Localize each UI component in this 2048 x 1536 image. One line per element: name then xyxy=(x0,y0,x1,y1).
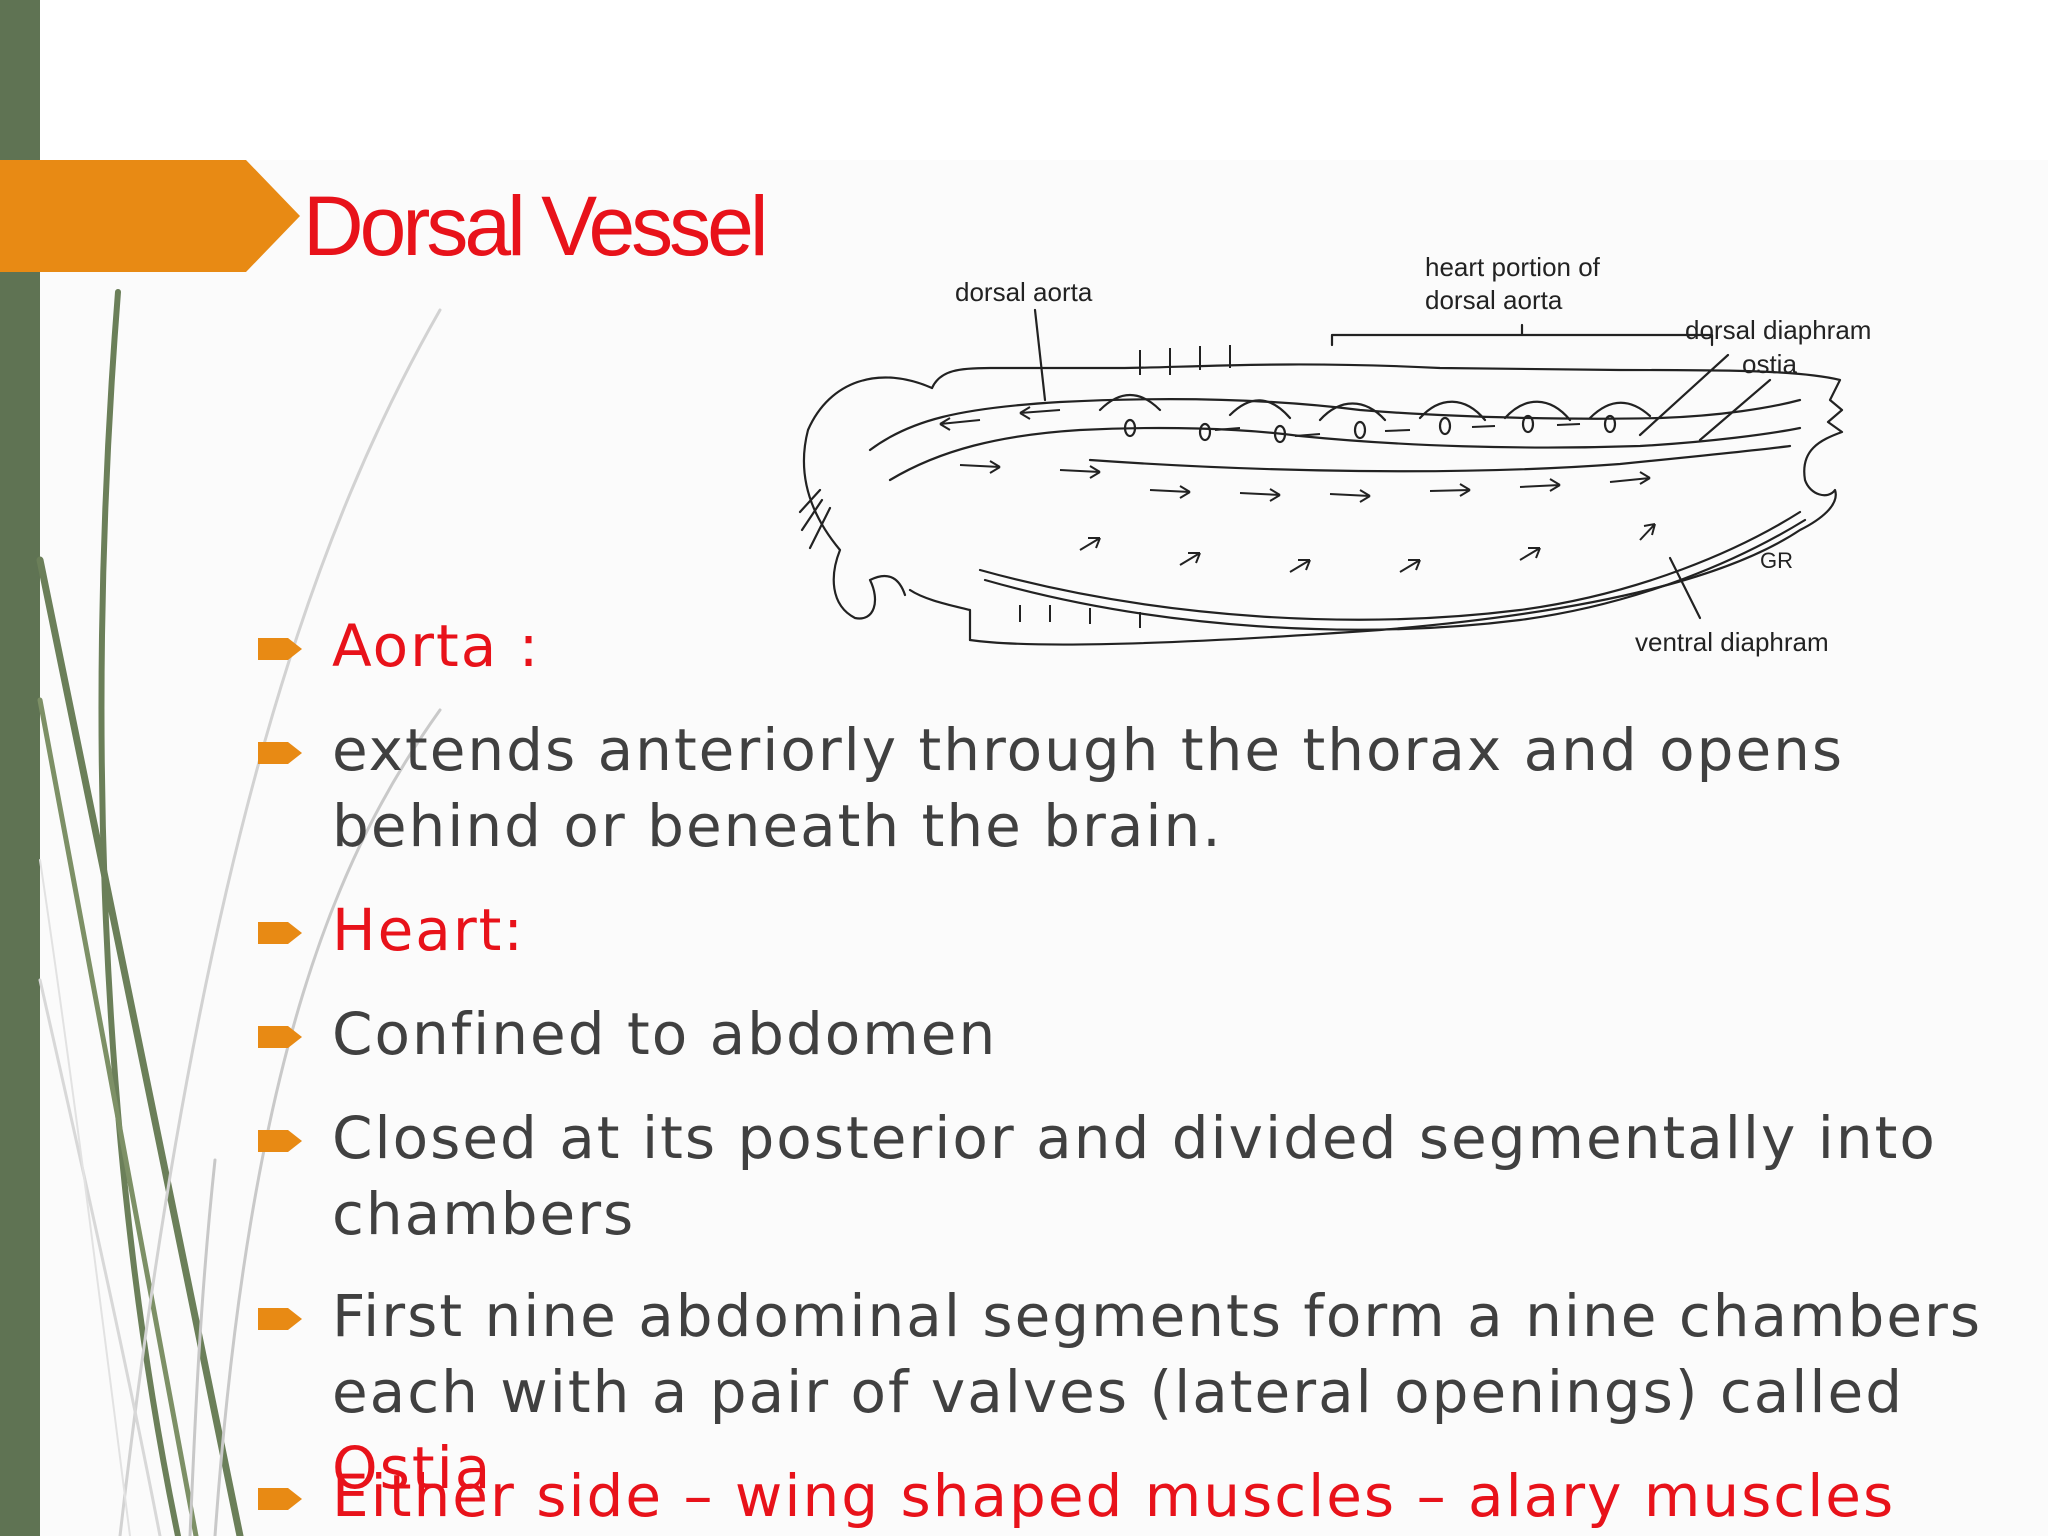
arrow-bullet-icon xyxy=(258,638,302,660)
label-ostia: ostia xyxy=(1742,349,1797,379)
arrow-bullet-icon xyxy=(258,922,302,944)
label-heart-portion-line2: dorsal aorta xyxy=(1425,285,1563,315)
bullet-text: Heart: xyxy=(332,896,525,964)
bullet-text: Confined to abdomen xyxy=(332,1000,998,1068)
bullet-text: Either side – wing shaped muscles – alar… xyxy=(332,1462,1896,1530)
bullet-text: Closed at its posterior and divided segm… xyxy=(332,1104,1937,1248)
label-dorsal-diaphram: dorsal diaphram xyxy=(1685,315,1871,345)
label-ventral-diaphram: ventral diaphram xyxy=(1635,627,1829,657)
arrow-bullet-icon xyxy=(258,1026,302,1048)
arrow-bullet-icon xyxy=(258,1308,302,1330)
arrow-bullet-icon xyxy=(258,1488,302,1510)
slide-title: Dorsal Vessel xyxy=(303,179,769,273)
ostia-highlight: Ostia xyxy=(332,1434,493,1502)
bullet-text: First nine abdominal segments form a nin… xyxy=(332,1278,2032,1506)
arrow-bullet-icon xyxy=(258,742,302,764)
title-tab-arrow xyxy=(0,160,300,272)
arrow-bullet-icon xyxy=(258,1130,302,1152)
insect-outline xyxy=(798,308,1844,646)
flow-arrows xyxy=(939,345,1656,628)
bullet-text: extends anteriorly through the thorax an… xyxy=(332,716,1845,860)
artist-signature: GR xyxy=(1760,548,1793,573)
top-band xyxy=(40,0,2048,160)
dorsal-vessel-diagram: dorsal aorta heart portion of dorsal aor… xyxy=(798,252,1871,657)
label-dorsal-aorta: dorsal aorta xyxy=(955,277,1093,307)
bullet-text-main: First nine abdominal segments form a nin… xyxy=(332,1282,1983,1426)
label-heart-portion-line1: heart portion of xyxy=(1425,252,1601,282)
bullet-text: Aorta : xyxy=(332,612,541,680)
